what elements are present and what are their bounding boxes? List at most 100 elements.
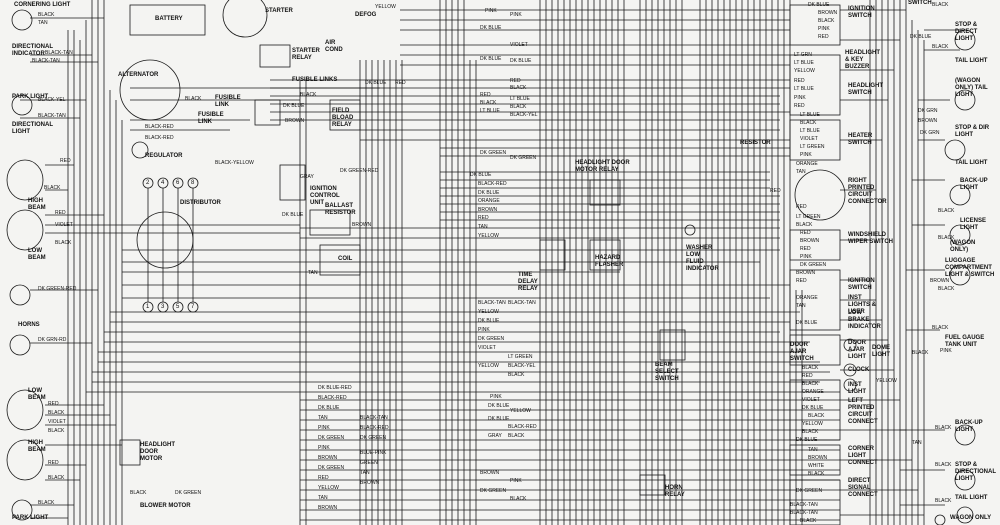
wire-label: BLACK <box>938 286 955 292</box>
label-luggage-light: LUGGAGE COMPARTMENT LIGHT & SWITCH <box>945 258 995 278</box>
wire-label: BROWN <box>318 455 338 461</box>
wire-label: BLACK <box>510 496 527 502</box>
wire-label: BROWN <box>318 505 338 511</box>
wire-label: BLACK <box>808 413 825 419</box>
wire-label: DK BLUE <box>488 403 510 409</box>
wire-label: BLACK <box>48 410 65 416</box>
label-park-light-2: PARK LIGHT <box>12 515 49 521</box>
label-low-beam: LOW BEAM <box>28 248 46 261</box>
wire-label: BLACK <box>300 92 317 98</box>
wire-label: PINK <box>485 8 497 14</box>
label-ignition-control-unit: IGNITION CONTROL UNIT <box>310 186 340 206</box>
label-inst-light: INST LIGHT <box>848 382 866 395</box>
wire-label: BROWN <box>478 207 498 213</box>
wire-label: ORANGE <box>796 161 818 167</box>
label-high-beam: HIGH BEAM <box>28 198 46 211</box>
wire-label: BLACK <box>38 12 55 18</box>
label-tail-light-2: TAIL LIGHT <box>955 160 988 166</box>
wire-label: BLACK <box>508 372 525 378</box>
wire-label: BLACK <box>802 381 819 387</box>
wire-label: PINK <box>800 152 812 158</box>
wire-label: TAN <box>796 303 806 309</box>
wire-label: TAN <box>796 169 806 175</box>
wire-label: LT BLUE <box>800 128 820 134</box>
wire-label: LT GREEN <box>800 144 825 150</box>
terminal-number: 8 <box>191 180 195 186</box>
wire-label: BLACK <box>818 18 835 24</box>
wire-label: DK GREEN-RED <box>38 286 77 292</box>
wire-label: DK GREEN <box>478 336 505 342</box>
wire-label: PINK <box>318 425 330 431</box>
wire-label: LT BLUE <box>794 60 814 66</box>
wire-label: BLACK <box>800 120 817 126</box>
wire-label: BROWN <box>360 480 380 486</box>
label-ignition-switch-2: IGNITION SWITCH <box>848 278 875 291</box>
wire-label: PINK <box>794 95 806 101</box>
wire-label: LT GREEN <box>796 214 821 220</box>
label-hazard-flasher: HAZARD FLASHER <box>595 255 624 268</box>
label-directional-indicator: DIRECTIONAL INDICATOR <box>12 44 53 57</box>
wire-label: BLACK-TAN <box>38 113 66 119</box>
wire-label: VIOLET <box>510 42 528 48</box>
wire-label: BLACK-TAN <box>508 300 536 306</box>
wire-label: RED <box>796 204 807 210</box>
wire-label: YELLOW <box>876 378 897 384</box>
wire-label: BLACK <box>932 325 949 331</box>
wire-label: PINK <box>940 348 952 354</box>
wire-label: DK GRN-RD <box>38 337 67 343</box>
wire-label: VIOLET <box>48 419 66 425</box>
wire-label: TAN <box>808 447 818 453</box>
wire-label: BLACK <box>802 429 819 435</box>
wire-label: BLACK-YEL <box>38 97 66 103</box>
label-headlight-door-motor: HEADLIGHT DOOR MOTOR <box>140 442 175 462</box>
wire-label: BLACK-YELLOW <box>215 160 254 166</box>
label-distributor: DISTRIBUTOR <box>180 200 221 206</box>
label-wagon-only-2: WAGON ONLY <box>950 515 992 521</box>
wire-label: TAN <box>360 470 370 476</box>
label-field-bload-relay: FIELD BLOAD RELAY <box>332 108 354 128</box>
label-low-beam-2: LOW BEAM <box>28 388 46 401</box>
label-door-ajar-light: DOOR AJAR LIGHT <box>848 340 866 360</box>
wire-label: BROWN <box>800 238 820 244</box>
wire-label: BLACK-TAN <box>478 300 506 306</box>
wire-label: TAN <box>912 440 922 446</box>
wire-label: RED <box>48 460 59 466</box>
terminal-number: 7 <box>191 304 195 310</box>
label-tail-light-3: TAIL LIGHT <box>955 495 988 501</box>
wire-label: RED <box>60 158 71 164</box>
wire-label: BLACK <box>130 490 147 496</box>
wire-label: VIOLET <box>802 397 820 403</box>
wire-label: BLACK-RED <box>145 124 174 130</box>
label-door-ajar-switch: DOOR AJAR SWITCH <box>790 342 814 362</box>
wire-label: ORANGE <box>796 295 818 301</box>
wire-label: BLACK <box>935 498 952 504</box>
wire-label: RED <box>796 278 807 284</box>
label-back-up-light: BACK-UP LIGHT <box>960 178 988 191</box>
label-blower-motor: BLOWER MOTOR <box>140 503 191 509</box>
wire-label: RED <box>395 80 406 86</box>
wire-label: BLACK <box>510 85 527 91</box>
label-heater-switch: HEATER SWITCH <box>848 133 873 146</box>
wire-label: RED <box>794 78 805 84</box>
wire-label: RED <box>510 78 521 84</box>
wire-label: PINK <box>510 12 522 18</box>
wire-label: BLACK-RED <box>360 425 389 431</box>
wire-label: LT BLUE <box>794 86 814 92</box>
wire-label: BLACK-TAN <box>790 502 818 508</box>
wire-label: BLACK <box>185 96 202 102</box>
label-air-cond: AIR COND <box>325 40 343 53</box>
wire-label: BLACK-TAN <box>32 58 60 64</box>
wire-label: PINK <box>478 327 490 333</box>
wire-label: BLACK <box>480 100 497 106</box>
label-wagon-only: (WAGON ONLY) <box>950 240 976 253</box>
label-corner-light-connect: CORNER LIGHT CONNECT <box>848 446 878 466</box>
label-resistor: RESISTOR <box>740 140 771 146</box>
wire-label: DK BLUE <box>478 318 500 324</box>
wire-label: YELLOW <box>802 421 823 427</box>
wire-label: DK BLUE <box>318 405 340 411</box>
wire-label: YELLOW <box>478 363 499 369</box>
wire-label: WHITE <box>808 463 825 469</box>
wire-label: PINK <box>318 445 330 451</box>
wire-label: DK GREEN <box>360 435 387 441</box>
